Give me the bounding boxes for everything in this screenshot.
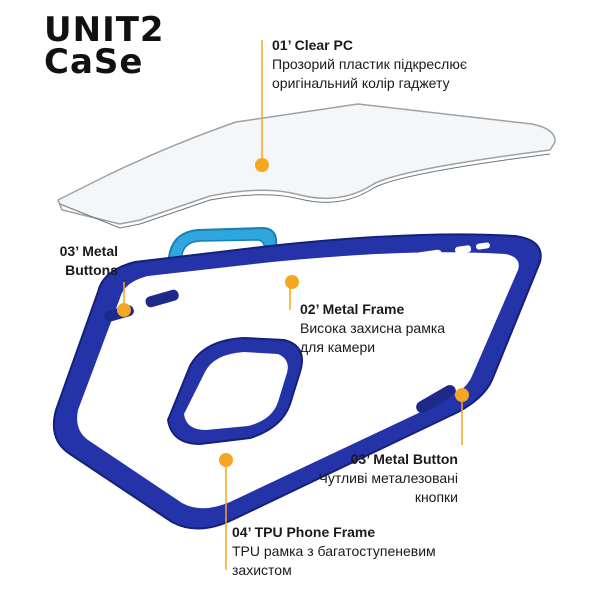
tpu-frame-desc-1: TPU рамка з багатоступеневим: [232, 543, 436, 559]
clear-pc-desc-2: оригінальний колір гаджету: [272, 75, 450, 91]
callout-metal-button: 03’ Metal Button Чутливі металезовані кн…: [296, 450, 458, 507]
metal-frame-desc-1: Висока захисна рамка: [300, 320, 446, 336]
clear-pc-title: 01’ Clear PC: [272, 37, 353, 53]
metal-buttons-marker: [117, 303, 131, 317]
brand-logo-line1: UNIT2: [44, 10, 165, 50]
metal-button-marker: [455, 388, 469, 402]
metal-button-title: 03’ Metal Button: [350, 451, 458, 467]
metal-button-desc-2: кнопки: [414, 489, 458, 505]
metal-buttons-title-2: Buttons: [65, 262, 118, 278]
clear-pc-sheet: [57, 103, 556, 229]
callout-tpu-frame: 04’ TPU Phone Frame TPU рамка з багатост…: [232, 523, 436, 580]
metal-frame-title: 02’ Metal Frame: [300, 301, 405, 317]
brand-logo-line2: CaSe: [44, 42, 144, 82]
metal-button-right: [416, 385, 456, 413]
callout-metal-buttons: 03’ Metal Buttons: [40, 242, 118, 280]
callout-metal-frame: 02’ Metal Frame Висока захисна рамка для…: [300, 300, 445, 357]
brand-logo: UNIT2 CaSe: [44, 10, 172, 82]
metal-button-desc-1: Чутливі металезовані: [318, 470, 458, 486]
callout-clear-pc: 01’ Clear PC Прозорий пластик підкреслює…: [272, 36, 467, 93]
tpu-frame-desc-2: захистом: [232, 562, 292, 578]
clear-pc-desc-1: Прозорий пластик підкреслює: [272, 56, 467, 72]
tpu-frame-title: 04’ TPU Phone Frame: [232, 524, 376, 540]
metal-frame-desc-2: для камери: [300, 339, 376, 355]
tpu-phone-frame: [52, 233, 542, 530]
metal-buttons-title-1: 03’ Metal: [59, 243, 118, 259]
clear-pc-marker: [255, 158, 269, 172]
metal-frame-marker: [285, 275, 299, 289]
tpu-frame-marker: [219, 453, 233, 467]
